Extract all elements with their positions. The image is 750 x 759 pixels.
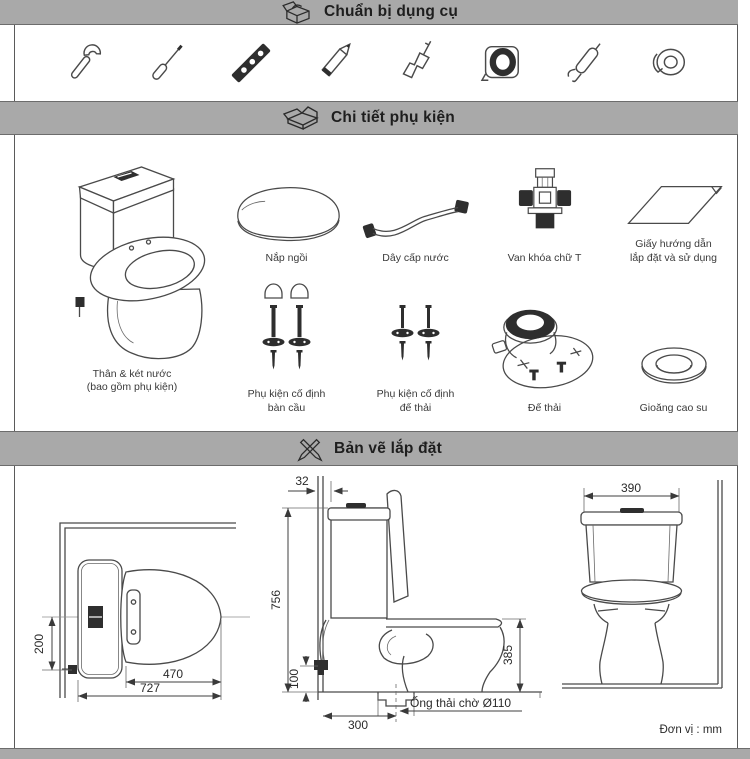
toilet-illustration [75, 166, 205, 360]
side-view-total-height-dim: 756 [269, 590, 283, 610]
parts-section-title: Chi tiết phụ kiện [331, 109, 455, 126]
part-seat-lid: Nắp ngồi [222, 135, 351, 270]
open-box-icon [283, 106, 319, 131]
part-outlet-fixing-kit: Phụ kiện cố định đế thải [351, 270, 480, 420]
side-view-bowl-height-dim: 385 [501, 645, 515, 665]
top-view-seat-length-dim: 470 [163, 667, 183, 681]
part-instruction-paper: Giấy hướng dẫn lắp đặt và sử dụng [609, 135, 738, 270]
top-view-depth-dim: 200 [32, 634, 46, 654]
side-view-rough-in-dim: 300 [348, 718, 368, 732]
part-label-bowl-fixing-kit: Phụ kiện cố định bàn cầu [247, 388, 326, 414]
part-bowl-fixing-kit: Phụ kiện cố định bàn cầu [222, 270, 351, 420]
side-view-drawing: 32 756 100 385 [269, 474, 542, 732]
part-label-t-valve: Van khóa chữ T [507, 251, 582, 264]
side-view-outlet-label: Ống thải chờ Ø110 [410, 695, 511, 710]
front-view-width-dim: 390 [621, 481, 641, 495]
side-view-wall-gap-dim: 32 [295, 474, 309, 488]
parts-grid: Nắp ngồi Dây cấp nước [222, 135, 738, 431]
unit-note: Đơn vị : mm [659, 724, 723, 736]
section-header-parts: Chi tiết phụ kiện [0, 101, 738, 135]
spirit-level-icon [231, 43, 270, 83]
part-label-supply-hose: Dây cấp nước [382, 251, 449, 264]
part-t-valve: Van khóa chữ T [480, 135, 609, 270]
part-supply-hose: Dây cấp nước [351, 135, 480, 270]
top-view-total-length-dim: 727 [140, 681, 160, 695]
section-header-tools: Chuẩn bị dụng cụ [0, 0, 738, 25]
supply-hose-illustration [362, 199, 469, 238]
tape-measure-icon [480, 45, 520, 81]
part-toilet-body: Thân & két nước (bao gồm phụ kiện) [32, 151, 232, 395]
adjustable-wrench-icon [70, 44, 101, 79]
rubber-gasket-illustration [640, 346, 707, 384]
top-view-drawing: 200 470 727 [32, 522, 250, 702]
part-label-toilet: Thân & két nước (bao gồm phụ kiện) [86, 368, 178, 394]
caulk-gun-icon [567, 43, 601, 83]
part-label-rubber-gasket: Gioăng cao su [639, 401, 708, 414]
seat-lid-illustration [236, 186, 340, 241]
tools-row [16, 26, 736, 100]
part-label-outlet-base: Đế thải [527, 401, 562, 414]
parts-section: Thân & két nước (bao gồm phụ kiện) Nắp n… [14, 135, 738, 431]
screwdriver-icon [152, 44, 183, 80]
t-valve-illustration [518, 167, 571, 228]
part-label-instruction-paper: Giấy hướng dẫn lắp đặt và sử dụng [629, 238, 717, 264]
side-view-inlet-height-dim: 100 [287, 669, 301, 689]
part-label-seat-lid: Nắp ngồi [265, 251, 308, 264]
hand-drill-icon [402, 40, 432, 79]
part-outlet-base: Đế thải [480, 270, 609, 420]
instruction-paper-illustration [626, 186, 723, 225]
toolbox-icon [282, 1, 310, 24]
bottom-strip [0, 748, 750, 759]
thread-seal-tape-icon [653, 48, 686, 76]
installation-section-title: Bản vẽ lắp đặt [334, 439, 442, 457]
crossed-pencils-icon [297, 438, 323, 462]
outlet-fixing-kit-illustration [391, 305, 439, 361]
front-view-drawing: 390 [562, 480, 723, 689]
outlet-base-illustration [491, 309, 593, 388]
installation-drawings: 200 470 727 32 [14, 466, 738, 748]
section-header-installation: Bản vẽ lắp đặt [0, 431, 738, 466]
pencil-icon [321, 42, 352, 77]
tools-section-title: Chuẩn bị dụng cụ [323, 3, 459, 20]
part-rubber-gasket: Gioăng cao su [609, 270, 738, 420]
content-frame [14, 0, 738, 748]
bowl-fixing-kit-illustration [262, 283, 310, 370]
part-label-outlet-fixing-kit: Phụ kiện cố định đế thải [376, 388, 455, 414]
